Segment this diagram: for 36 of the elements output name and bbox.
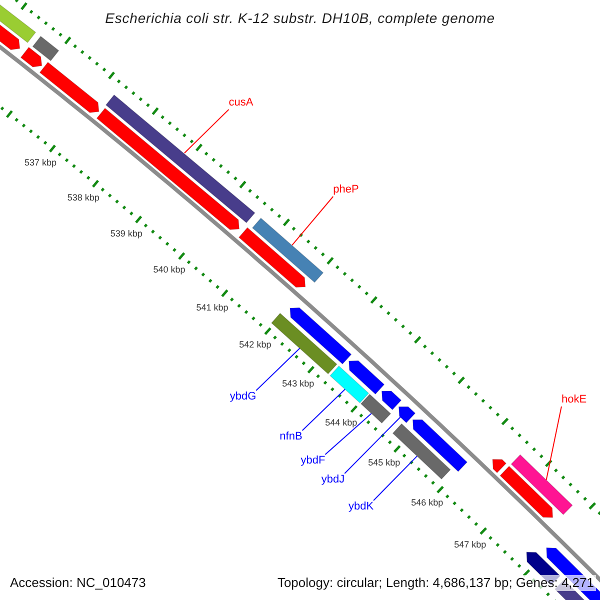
leader-line — [292, 196, 334, 246]
footer-text: Topology: circular; Length: 4,686,137 bp; Genes: 4,271 — [275, 575, 596, 591]
gene-feature — [270, 312, 338, 374]
leader-line — [344, 416, 401, 474]
gene-label: cusA — [228, 96, 254, 110]
position-label: 540 kbp — [153, 264, 186, 276]
leader-line — [256, 348, 300, 391]
gene-label: pheP — [333, 184, 359, 196]
footer-text: Accession: NC_010473 — [8, 575, 148, 591]
position-label: 543 kbp — [282, 378, 314, 390]
position-label: 542 kbp — [239, 340, 272, 351]
gene-label: nfnB — [280, 430, 302, 444]
gene-feature — [105, 94, 256, 224]
position-label: 546 kbp — [411, 498, 444, 509]
position-label: 544 kbp — [325, 417, 358, 428]
leader-line — [546, 406, 562, 480]
gene-feature — [330, 365, 370, 404]
gene-label: ybdF — [300, 454, 326, 468]
gene-label: ybdK — [348, 500, 374, 514]
gene-feature — [510, 454, 573, 516]
position-label: 547 kbp — [454, 539, 486, 550]
leader-line — [302, 388, 346, 431]
position-label: 538 kbp — [67, 192, 100, 204]
position-label: 537 kbp — [24, 158, 57, 169]
leader-line — [373, 456, 418, 501]
position-label: 541 kbp — [196, 302, 228, 314]
leader-line — [324, 412, 372, 455]
gene-label: ybdG — [230, 390, 256, 404]
title: Escherichia coli str. K-12 substr. DH10B, complete genome — [104, 10, 496, 26]
leader-line — [184, 109, 230, 154]
gene-label: hokE — [561, 394, 587, 406]
gene-label: ybdJ — [321, 474, 345, 486]
gene-feature — [360, 394, 392, 424]
position-label: 545 kbp — [368, 457, 400, 468]
gene-feature — [252, 218, 324, 283]
position-label: 539 kbp — [110, 228, 142, 240]
